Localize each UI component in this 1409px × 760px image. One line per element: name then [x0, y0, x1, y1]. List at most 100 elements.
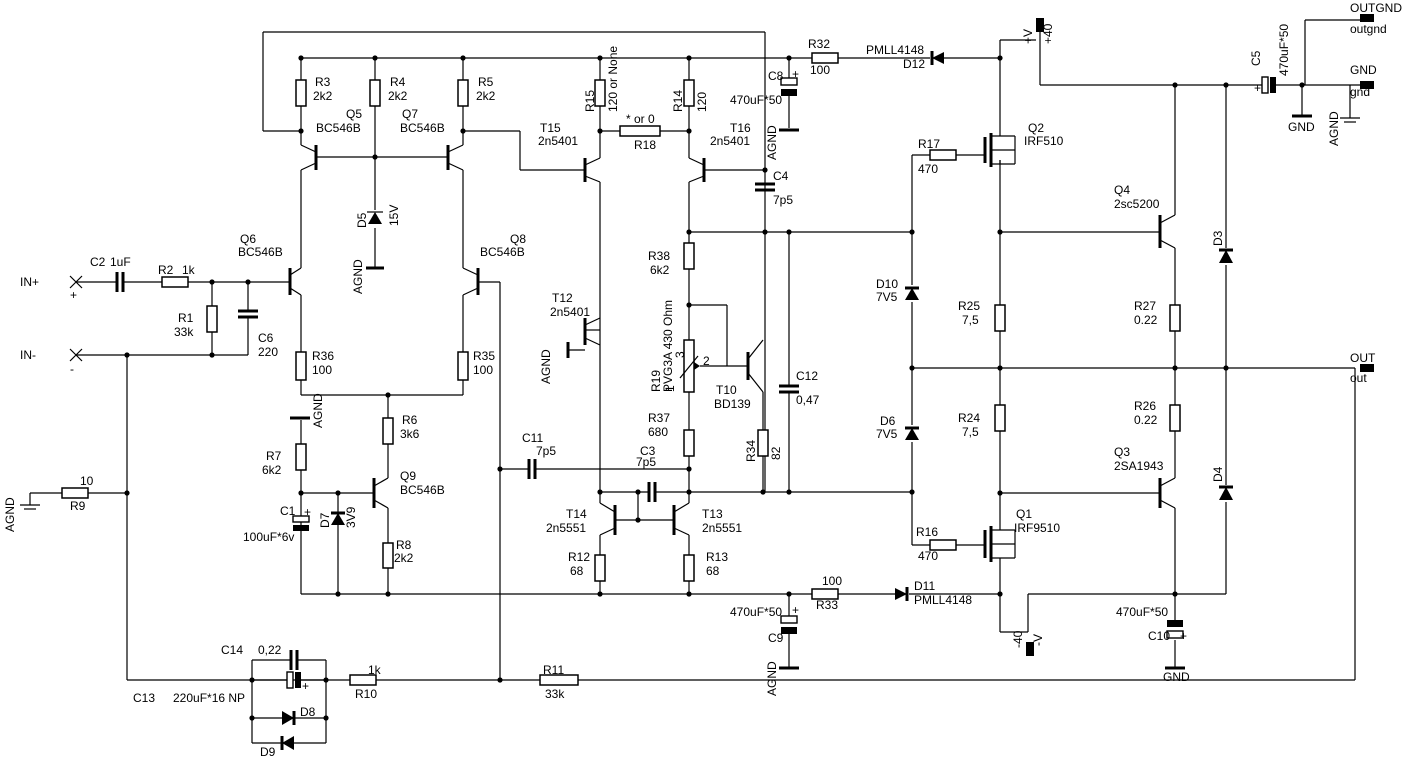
r18-value: * or 0 — [626, 112, 655, 126]
q4-value: 2sc5200 — [1114, 197, 1160, 211]
gnd-symbol-label-c10: GND — [1163, 670, 1190, 684]
r27-value: 0.22 — [1134, 313, 1158, 327]
t15-value: 2n5401 — [538, 134, 578, 148]
t10-label: T10 — [716, 383, 737, 397]
q8-label: Q8 — [510, 232, 526, 246]
r10-value: 1k — [368, 663, 382, 677]
d9-label: D9 — [260, 745, 276, 759]
r33-label: R33 — [816, 598, 838, 612]
d4-label: D4 — [1211, 466, 1225, 482]
r16-value: 470 — [918, 549, 938, 563]
q6-label: Q6 — [240, 232, 256, 246]
terminal-pads — [1026, 14, 1374, 656]
c9-label: C9 — [768, 631, 784, 645]
r12-label: R12 — [568, 550, 590, 564]
q3-label: Q3 — [1114, 445, 1130, 459]
input-terminals — [69, 275, 83, 362]
svg-text:+: + — [1254, 81, 1261, 95]
q4-label: Q4 — [1114, 183, 1130, 197]
r2-value: 1k — [182, 263, 196, 277]
svg-text:+: + — [1180, 629, 1187, 643]
q9-label: Q9 — [400, 469, 416, 483]
d3-label: D3 — [1211, 230, 1225, 246]
pos-rail-value: +40 — [1041, 23, 1055, 44]
polarity-marks: + + + + + + — [302, 67, 1261, 693]
transistors — [288, 130, 1176, 568]
r12-value: 68 — [570, 564, 584, 578]
c1-value: 100uF*6v — [243, 530, 294, 544]
c3-value: 7p5 — [636, 455, 656, 469]
t12-value: 2n5401 — [550, 305, 590, 319]
r5-value: 2k2 — [476, 89, 496, 103]
q1-label: Q1 — [1016, 507, 1032, 521]
c5-label: C5 — [1249, 50, 1263, 66]
r24-value: 7,5 — [962, 425, 979, 439]
r17-label: R17 — [918, 137, 940, 151]
gnd-symbol-label-c5: GND — [1288, 120, 1315, 134]
d11-value: PMLL4148 — [914, 593, 972, 607]
q9-value: BC546B — [400, 483, 445, 497]
t16-value: 2n5401 — [710, 134, 750, 148]
r11-value: 33k — [545, 687, 565, 701]
labels: IN+ + IN- - C2 1uF C6 220 C1 100uF*6v C1… — [3, 1, 1402, 759]
r1-value: 33k — [174, 325, 194, 339]
r6-value: 3k6 — [400, 427, 420, 441]
in-plus-label: IN+ — [20, 275, 39, 289]
c5-value: 470uF*50 — [1277, 24, 1291, 76]
d7-label: D7 — [318, 512, 332, 528]
r32-value: 100 — [810, 63, 830, 77]
c1-label: C1 — [280, 504, 296, 518]
out-net: out — [1350, 371, 1367, 385]
agnd-label-d5: AGND — [351, 259, 365, 294]
d11-label: D11 — [914, 579, 935, 593]
c11-value: 7p5 — [536, 444, 556, 458]
r13-value: 68 — [706, 564, 720, 578]
neg-rail-label: -V — [1031, 634, 1045, 646]
t15-label: T15 — [540, 121, 561, 135]
in-plus-sign: + — [70, 288, 77, 302]
r26-value: 0.22 — [1134, 413, 1158, 427]
pot-pin-3: 3 — [673, 351, 687, 358]
c2-value: 1uF — [110, 255, 131, 269]
r19-value: PVG3A 430 Ohm — [661, 300, 675, 392]
r8-label: R8 — [396, 538, 412, 552]
r8-value: 2k2 — [394, 551, 414, 565]
r34-label: R34 — [744, 440, 758, 462]
r13-label: R13 — [706, 550, 728, 564]
r37-value: 680 — [648, 425, 668, 439]
r1-label: R1 — [178, 311, 194, 325]
r25-label: R25 — [958, 299, 980, 313]
ground-symbols — [20, 114, 1360, 670]
r14-value: 120 — [695, 92, 709, 112]
pos-rail-label: +V — [1021, 29, 1035, 44]
d10-label: D10 — [876, 277, 898, 291]
r35-label: R35 — [473, 349, 495, 363]
neg-rail-value: -40 — [1011, 630, 1025, 648]
agnd-label-c9: AGND — [765, 661, 779, 696]
r17-value: 470 — [918, 162, 938, 176]
r9-label: R9 — [70, 499, 86, 513]
agnd-label-right: AGND — [1327, 111, 1341, 146]
c10-value: 470uF*50 — [1116, 605, 1168, 619]
out-label: OUT — [1350, 351, 1376, 365]
pot-pin-2: 2 — [703, 354, 710, 368]
c4-value: 7p5 — [773, 193, 793, 207]
t13-value: 2n5551 — [702, 521, 742, 535]
c9-value: 470uF*50 — [730, 605, 782, 619]
r3-value: 2k2 — [313, 89, 333, 103]
r6-label: R6 — [402, 413, 418, 427]
d10-value: 7V5 — [876, 290, 898, 304]
agnd-label-t12: AGND — [539, 349, 553, 384]
resistor-bodies — [61, 52, 1181, 686]
pot-adjust-mark — [679, 355, 699, 379]
agnd-label-r7: AGND — [311, 393, 325, 428]
t14-label: T14 — [566, 507, 587, 521]
c6-label: C6 — [258, 331, 274, 345]
q5-label: Q5 — [346, 107, 362, 121]
r26-label: R26 — [1134, 399, 1156, 413]
q6-value: BC546B — [238, 245, 283, 259]
d8-label: D8 — [300, 705, 316, 719]
c2-label: C2 — [90, 255, 106, 269]
polarized-capacitors — [286, 76, 1276, 689]
